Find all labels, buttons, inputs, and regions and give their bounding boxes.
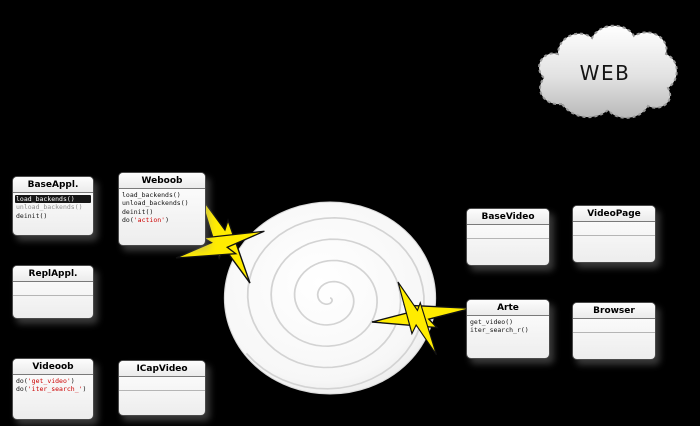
- class-box-basevideo: BaseVideo: [466, 208, 550, 266]
- member-line: get_video(): [470, 318, 514, 326]
- member-line: do('action'): [122, 216, 169, 225]
- class-title: BaseAppl.: [13, 177, 93, 193]
- member-line: do('get_video'): [16, 377, 75, 385]
- class-box-arte: Arte get_video()iter_search_r(): [466, 299, 550, 359]
- web-cloud: WEB: [538, 24, 678, 119]
- member-line: unload_backends(): [122, 199, 189, 208]
- class-members: load_backends()unload_backends()deinit(): [13, 193, 93, 235]
- class-members: load_backends()unload_backends()deinit()…: [119, 189, 205, 245]
- class-box-baseappl: BaseAppl. load_backends()unload_backends…: [12, 176, 94, 236]
- class-members: [13, 282, 93, 318]
- class-box-icapvideo: ICapVideo: [118, 360, 206, 416]
- swirl-graphic: [223, 201, 437, 395]
- class-members: [573, 222, 655, 262]
- lightning-bolt-icon: [175, 230, 265, 259]
- class-members: [573, 319, 655, 359]
- member-line: load_backends(): [122, 191, 181, 199]
- class-members: [467, 225, 549, 265]
- class-title: ReplAppl.: [13, 266, 93, 282]
- class-title: ICapVideo: [119, 361, 205, 377]
- class-title: VideoPage: [573, 206, 655, 222]
- member-line: deinit(): [122, 207, 154, 216]
- lightning-bolts: [175, 195, 472, 356]
- class-box-videoob: Videoob do('get_video')do('iter_search_'…: [12, 358, 94, 420]
- class-box-videopage: VideoPage: [572, 205, 656, 263]
- class-title: Weboob: [119, 173, 205, 189]
- class-members: [119, 377, 205, 415]
- class-members: get_video()iter_search_r(): [467, 316, 549, 358]
- lightning-bolt-icon: [397, 281, 438, 356]
- cloud-icon: [538, 24, 678, 119]
- member-line: unload_backends(): [16, 203, 83, 212]
- spiral-icon: [245, 216, 425, 390]
- class-box-browser: Browser: [572, 302, 656, 360]
- class-title: Arte: [467, 300, 549, 316]
- member-line: iter_search_r(): [470, 326, 529, 335]
- class-box-weboob: Weboob load_backends()unload_backends()d…: [118, 172, 206, 246]
- class-title: Videoob: [13, 359, 93, 375]
- member-line: do('iter_search_'): [16, 385, 87, 394]
- class-title: BaseVideo: [467, 209, 549, 225]
- class-title: Browser: [573, 303, 655, 319]
- member-line: load_backends(): [15, 195, 91, 204]
- class-members: do('get_video')do('iter_search_'): [13, 375, 93, 419]
- web-cloud-label: WEB: [580, 61, 631, 85]
- class-box-replappl: ReplAppl.: [12, 265, 94, 319]
- member-line: deinit(): [16, 211, 48, 220]
